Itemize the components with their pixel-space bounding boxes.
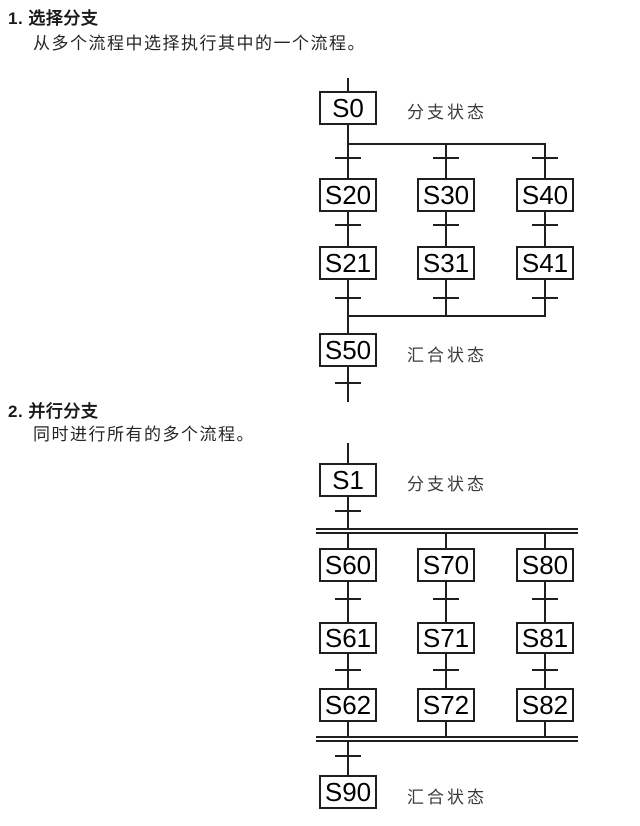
section-1-heading: 1. 选择分支: [8, 9, 99, 28]
state-box-s62: S62: [319, 688, 377, 722]
state-box-s81: S81: [516, 622, 574, 654]
flow-line: [347, 534, 349, 548]
section-2-heading: 2. 并行分支: [8, 402, 99, 421]
section-2-description: 同时进行所有的多个流程。: [33, 425, 255, 444]
state-box-s80: S80: [516, 548, 574, 582]
state-box-s40: S40: [516, 178, 574, 212]
flow-line: [445, 722, 447, 737]
state-box-s71: S71: [417, 622, 475, 654]
flow-line: [347, 654, 349, 688]
flow-line: [347, 582, 349, 622]
flow-line: [544, 212, 546, 246]
transition-tick: [433, 157, 459, 159]
state-box-s20: S20: [319, 178, 377, 212]
flow-line: [544, 143, 546, 178]
state-box-s50: S50: [319, 333, 377, 367]
state-box-s21: S21: [319, 246, 377, 280]
flow-line: [347, 212, 349, 246]
merge-state-label: 汇合状态: [407, 346, 487, 365]
transition-tick: [335, 755, 361, 757]
transition-tick: [335, 157, 361, 159]
flow-line: [445, 534, 447, 548]
state-box-s41: S41: [516, 246, 574, 280]
state-box-s90: S90: [319, 775, 377, 809]
transition-tick: [532, 669, 558, 671]
parallel-branch-bar: [316, 528, 578, 534]
branch-state-label: 分支状态: [407, 103, 487, 122]
transition-tick: [433, 669, 459, 671]
transition-tick: [433, 224, 459, 226]
flow-line: [544, 654, 546, 688]
state-box-s0: S0: [319, 91, 377, 125]
flow-line: [347, 125, 349, 178]
flow-line: [347, 78, 349, 91]
transition-tick: [532, 598, 558, 600]
state-box-s1: S1: [319, 463, 377, 497]
flow-line: [445, 212, 447, 246]
merge-state-label: 汇合状态: [407, 788, 487, 807]
flow-line: [347, 722, 349, 737]
flow-line: [347, 742, 349, 775]
flow-line: [445, 582, 447, 622]
state-box-s72: S72: [417, 688, 475, 722]
transition-tick: [532, 297, 558, 299]
transition-tick: [335, 382, 361, 384]
flow-line: [347, 496, 349, 529]
branch-state-label: 分支状态: [407, 475, 487, 494]
flow-line: [544, 582, 546, 622]
transition-tick: [335, 598, 361, 600]
state-box-s60: S60: [319, 548, 377, 582]
section-1-description: 从多个流程中选择执行其中的一个流程。: [33, 34, 366, 53]
transition-tick: [335, 669, 361, 671]
state-box-s82: S82: [516, 688, 574, 722]
transition-tick: [335, 510, 361, 512]
flow-line: [347, 443, 349, 463]
state-box-s61: S61: [319, 622, 377, 654]
transition-tick: [433, 598, 459, 600]
flow-line: [347, 317, 349, 333]
transition-tick: [532, 224, 558, 226]
flow-line: [544, 534, 546, 548]
flow-line: [544, 722, 546, 737]
parallel-merge-bar: [316, 736, 578, 742]
transition-tick: [433, 297, 459, 299]
state-box-s70: S70: [417, 548, 475, 582]
state-box-s31: S31: [417, 246, 475, 280]
flow-line: [347, 367, 349, 402]
flow-line: [445, 654, 447, 688]
flow-line: [445, 143, 447, 178]
transition-tick: [532, 157, 558, 159]
transition-tick: [335, 224, 361, 226]
selection-merge-line: [347, 315, 546, 317]
transition-tick: [335, 297, 361, 299]
state-box-s30: S30: [417, 178, 475, 212]
